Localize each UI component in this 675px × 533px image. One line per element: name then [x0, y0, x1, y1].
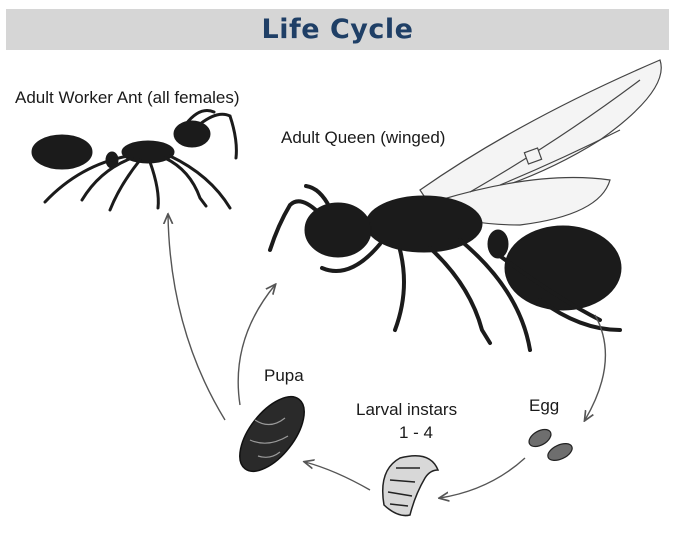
arrow-pupa-to-queen — [238, 285, 275, 405]
egg-illustration — [526, 426, 575, 464]
pupa-illustration — [228, 386, 317, 482]
queen-ant-illustration — [270, 60, 661, 350]
larva-illustration — [383, 456, 438, 516]
worker-ant-illustration — [32, 111, 236, 211]
arrow-larva-to-pupa — [305, 462, 370, 490]
arrow-egg-to-larva — [440, 458, 525, 498]
arrow-pupa-to-worker — [168, 215, 225, 420]
worker-head — [174, 121, 210, 147]
worker-gaster — [32, 135, 92, 169]
arrow-queen-to-egg — [585, 315, 605, 420]
